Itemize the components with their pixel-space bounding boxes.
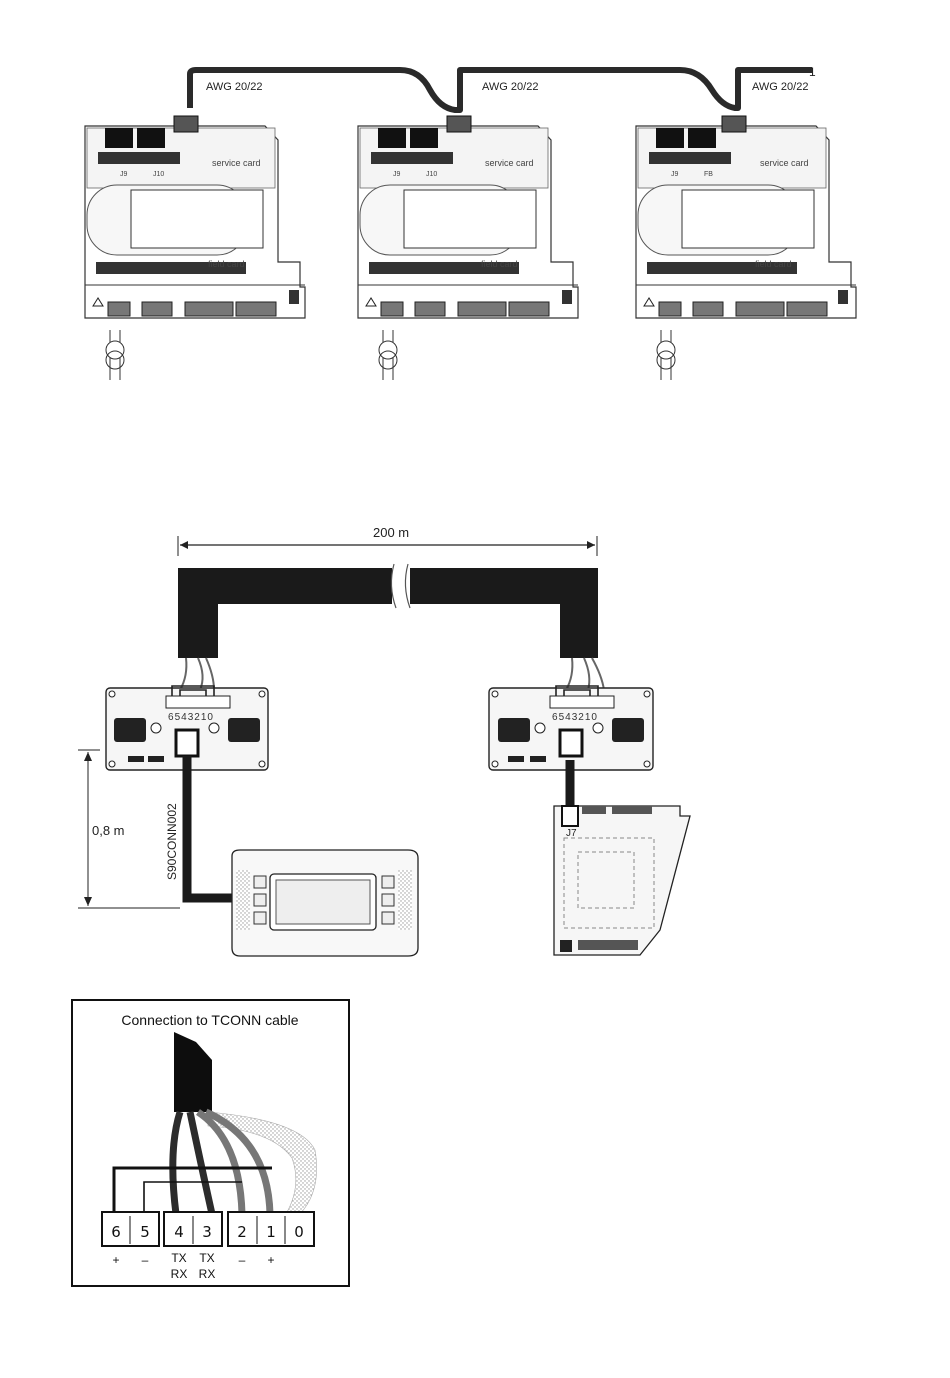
port-label-3a: J9 — [671, 171, 679, 178]
sign-rx-4: RX — [171, 1267, 188, 1281]
sign-rx-3: RX — [199, 1267, 216, 1281]
inset-title: Connection to TCONN cable — [121, 1012, 298, 1028]
svg-text:1: 1 — [809, 65, 816, 79]
port-label-2b: J10 — [426, 171, 437, 178]
service-card-label-2: service card — [485, 158, 534, 168]
service-card-label-1: service card — [212, 158, 261, 168]
port-label-1a: J9 — [120, 171, 128, 178]
terminal-3: 3 — [202, 1223, 212, 1241]
terminal-6: 6 — [111, 1223, 121, 1241]
controller-3: AWG 20/22 service card field card J9 FB — [636, 81, 856, 380]
service-card-label-3: service card — [760, 158, 809, 168]
tconn-board-right: 6543210 — [489, 686, 653, 770]
cable-label-3: AWG 20/22 — [752, 81, 808, 93]
field-card-label-3: field card — [755, 259, 792, 269]
terminal-1: 1 — [266, 1223, 276, 1241]
field-card-label-2: field card — [481, 259, 518, 269]
port-label-1b: J10 — [153, 171, 164, 178]
port-label-3b: FB — [704, 171, 713, 178]
tconn-inset: Connection to TCONN cable 6 5 4 3 2 1 0 … — [72, 1000, 349, 1286]
distance-label: 200 m — [373, 525, 409, 540]
sign-tx-3: TX — [199, 1251, 214, 1265]
field-card-label-1: field card — [208, 259, 245, 269]
terminal-digits-right: 6543210 — [552, 712, 598, 723]
connector-label-j7: J7 — [566, 828, 577, 839]
sign-minus-5: – — [142, 1253, 149, 1267]
port-label-2a: J9 — [393, 171, 401, 178]
controller-1: AWG 20/22 service card field card J9 J10 — [85, 81, 305, 380]
sign-plus-6: + — [112, 1253, 119, 1267]
sign-minus-2: – — [239, 1253, 246, 1267]
cable-code-label: S90CONN002 — [165, 803, 179, 880]
sign-plus-1: + — [267, 1253, 274, 1267]
terminal-4: 4 — [174, 1223, 184, 1241]
long-cable — [178, 564, 604, 690]
cable-label-1: AWG 20/22 — [206, 81, 262, 93]
user-terminal — [232, 850, 418, 956]
controller-board-j7: J7 — [554, 760, 690, 955]
terminal-2: 2 — [237, 1223, 247, 1241]
controller-2: AWG 20/22 service card field card J9 J10 — [358, 81, 578, 380]
terminal-cable: S90CONN002 — [165, 756, 232, 898]
distance-dimension: 200 m — [178, 525, 597, 556]
height-label: 0,8 m — [92, 823, 125, 838]
terminal-digits-left: 6543210 — [168, 712, 214, 723]
sign-tx-4: TX — [171, 1251, 186, 1265]
terminal-5: 5 — [140, 1223, 150, 1241]
terminal-0: 0 — [294, 1223, 304, 1241]
cable-label-2: AWG 20/22 — [482, 81, 538, 93]
